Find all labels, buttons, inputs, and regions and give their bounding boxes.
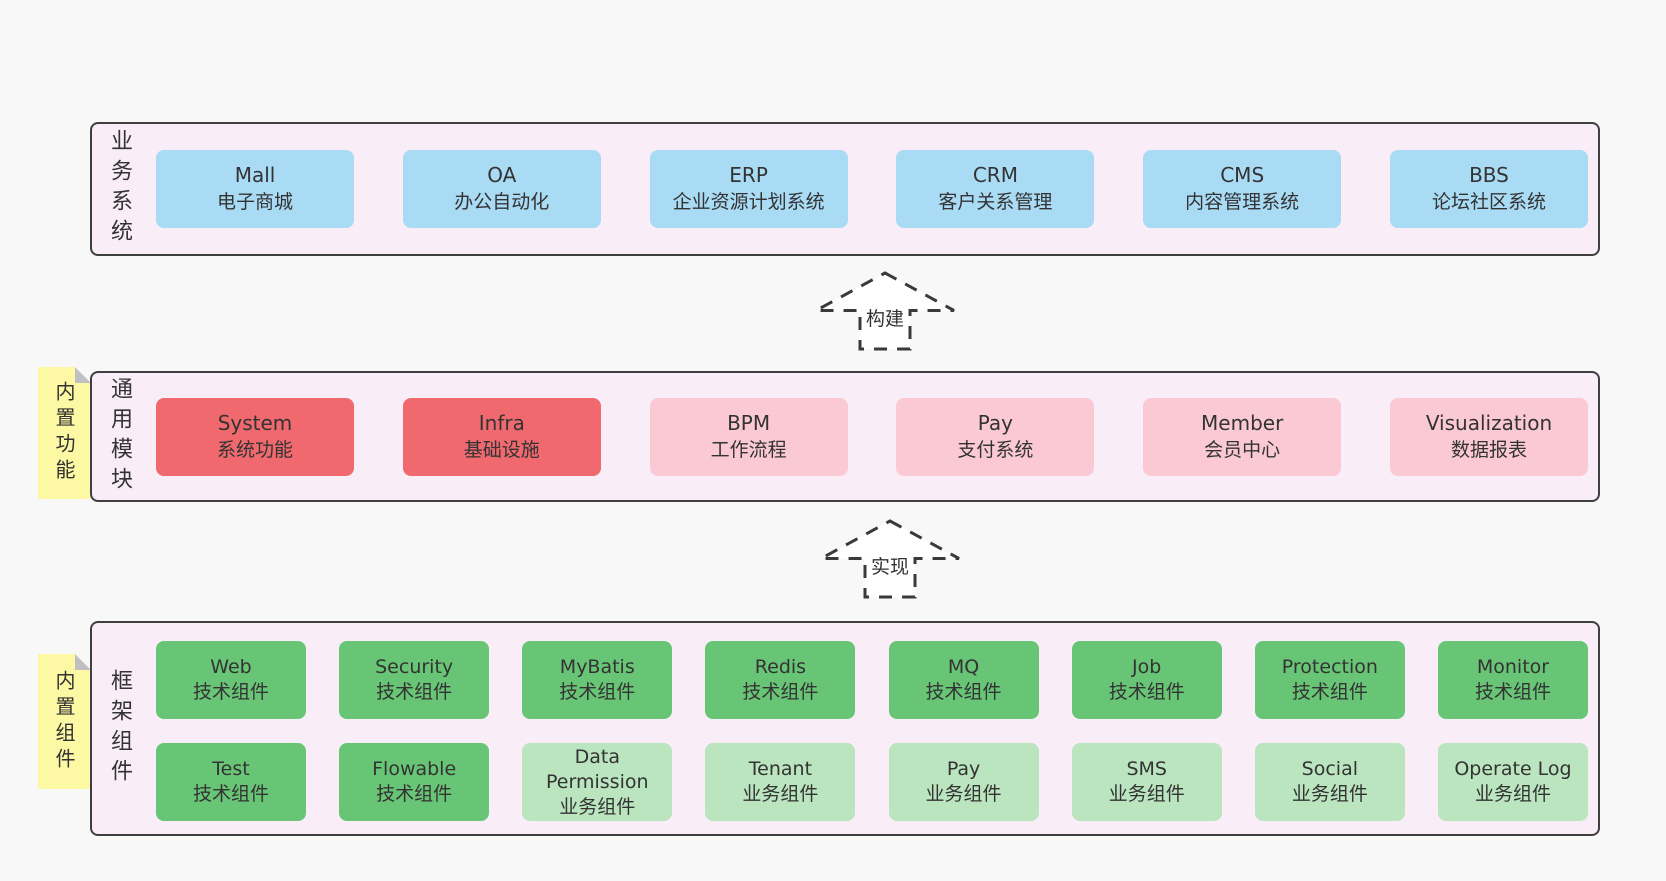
box-bbs: BBS 论坛社区系统: [1389, 150, 1588, 228]
box-bpm: BPM 工作流程: [649, 397, 848, 476]
components-box-grid: Web 技术组件 Security 技术组件 MyBatis 技术组件 Redi…: [146, 623, 1598, 834]
note-fold-icon: [75, 367, 91, 383]
sticky-note-builtin-features-text: 内置功能: [52, 381, 76, 485]
arrow-implement-label: 实现: [867, 554, 913, 580]
modules-box-row: System 系统功能 Infra 基础设施 BPM 工作流程 Pay 支付系统…: [146, 373, 1598, 500]
box-infra: Infra 基础设施: [402, 397, 601, 476]
section-common-modules-label: 通用模块: [107, 376, 132, 497]
note-fold-icon: [75, 654, 91, 670]
business-box-row: Mall 电子商城 OA 办公自动化 ERP 企业资源计划系统 CRM 客户关系…: [146, 124, 1598, 254]
arrow-build-label: 构建: [862, 306, 908, 332]
box-mybatis: MyBatis 技术组件: [522, 641, 673, 719]
box-mq: MQ 技术组件: [888, 641, 1039, 719]
arrow-build: 构建: [813, 270, 957, 352]
box-flowable: Flowable 技术组件: [339, 743, 490, 821]
section-business-systems-label: 业务系统: [107, 129, 132, 249]
box-system: System 系统功能: [156, 397, 354, 476]
sticky-note-builtin-components: 内置组件: [38, 654, 91, 789]
box-redis: Redis 技术组件: [705, 641, 856, 719]
box-data-permission: Data Permission 业务组件: [522, 743, 673, 821]
box-visualization: Visualization 数据报表: [1389, 397, 1588, 476]
box-pay-module: Pay 支付系统: [896, 397, 1095, 476]
box-mall: Mall 电子商城: [156, 150, 354, 228]
box-pay-component: Pay 业务组件: [888, 743, 1039, 821]
box-test: Test 技术组件: [156, 743, 306, 821]
arrow-implement: 实现: [818, 518, 962, 600]
box-social: Social 业务组件: [1254, 743, 1405, 821]
box-web: Web 技术组件: [156, 641, 306, 719]
box-member: Member 会员中心: [1143, 397, 1342, 476]
section-common-modules: 通用模块 System 系统功能 Infra 基础设施 BPM 工作流程 Pay…: [90, 371, 1600, 502]
box-erp: ERP 企业资源计划系统: [649, 150, 848, 228]
box-protection: Protection 技术组件: [1254, 641, 1405, 719]
box-tenant: Tenant 业务组件: [705, 743, 856, 821]
box-sms: SMS 业务组件: [1071, 743, 1222, 821]
box-job: Job 技术组件: [1071, 641, 1222, 719]
sticky-note-builtin-components-text: 内置组件: [52, 669, 76, 774]
section-business-systems: 业务系统 Mall 电子商城 OA 办公自动化 ERP 企业资源计划系统 CRM…: [90, 122, 1600, 256]
box-operate-log: Operate Log 业务组件: [1437, 743, 1588, 821]
box-security: Security 技术组件: [339, 641, 490, 719]
box-cms: CMS 内容管理系统: [1143, 150, 1342, 228]
box-monitor: Monitor 技术组件: [1437, 641, 1588, 719]
box-oa: OA 办公自动化: [402, 150, 601, 228]
sticky-note-builtin-features: 内置功能: [38, 367, 91, 499]
section-framework-components-label: 框架组件: [107, 668, 132, 789]
box-crm: CRM 客户关系管理: [896, 150, 1095, 228]
section-framework-components: 框架组件 Web 技术组件 Security 技术组件 MyBatis 技术组件…: [90, 621, 1600, 836]
